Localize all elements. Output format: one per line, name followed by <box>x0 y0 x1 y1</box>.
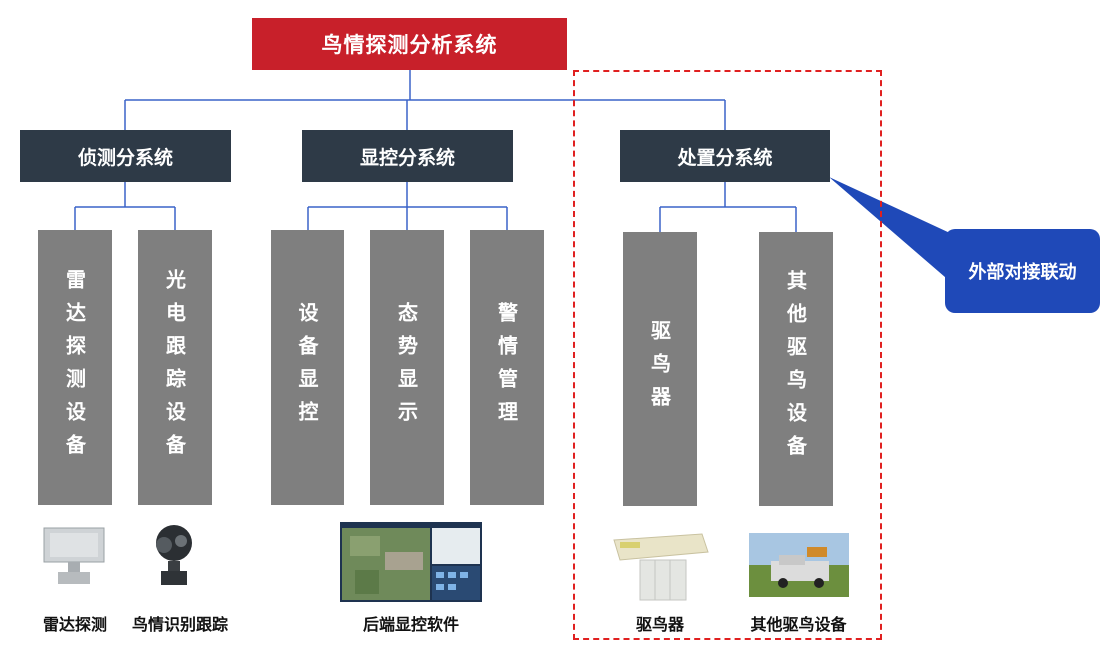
caption-bird-repeller: 驱鸟器 <box>635 615 684 634</box>
subsystem-display-control: 显控分系统 <box>302 130 513 182</box>
caption-bird-tracking: 鸟情识别跟踪 <box>131 615 228 634</box>
device-optical-tracking: 光电跟踪设备 <box>138 230 212 505</box>
bird-repeller-image <box>613 533 709 601</box>
callout-pointer <box>829 177 965 290</box>
caption-radar-detection: 雷达探测 <box>42 615 107 634</box>
subsystem-detection: 侦测分系统 <box>20 130 231 182</box>
device-radar-detection: 雷达探测设备 <box>38 230 112 505</box>
optical-tracker-image <box>156 525 192 585</box>
subsystem-disposal: 处置分系统 <box>620 130 830 182</box>
caption-other-repellers: 其他驱鸟设备 <box>750 615 847 634</box>
device-situation-display: 态势显示 <box>370 230 444 505</box>
device-alarm-management: 警情管理 <box>470 230 544 505</box>
caption-display-software: 后端显控软件 <box>362 615 459 634</box>
radar-device-image <box>43 527 105 584</box>
device-other-repellers: 其他驱鸟设备 <box>759 232 833 506</box>
vehicle-repeller-image <box>749 533 849 597</box>
device-display-control: 设备显控 <box>271 230 344 505</box>
disposal-group-outline <box>573 70 882 640</box>
external-linkage-callout: 外部对接联动 <box>945 229 1100 313</box>
display-software-screenshot <box>340 522 482 602</box>
system-title: 鸟情探测分析系统 <box>252 18 567 70</box>
device-bird-repeller: 驱鸟器 <box>623 232 697 506</box>
